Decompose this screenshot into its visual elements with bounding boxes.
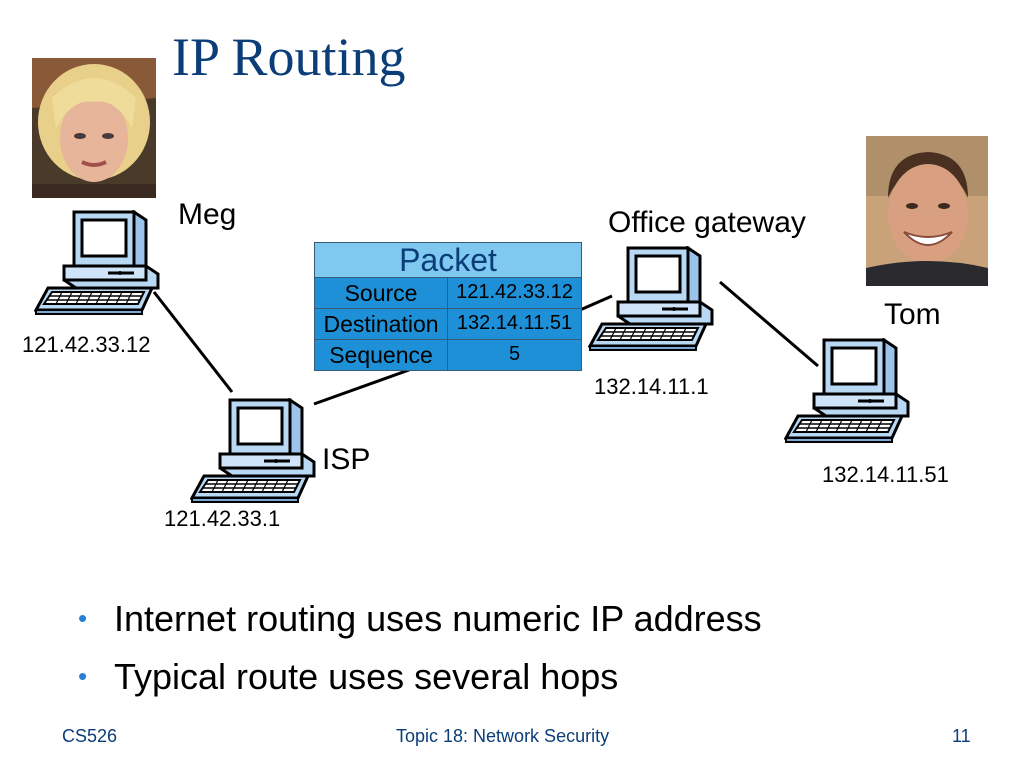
isp-computer-icon: [190, 398, 316, 504]
bullet-item: • Internet routing uses numeric IP addre…: [78, 598, 762, 656]
tom-computer-icon: [784, 338, 910, 444]
bullet-icon: •: [78, 603, 88, 633]
bullet-item: • Typical route uses several hops: [78, 656, 762, 714]
packet-field: Sequence: [315, 340, 448, 370]
packet-value: 132.14.11.51: [456, 312, 573, 334]
packet-table: Packet Source 121.42.33.12 Destination 1…: [314, 242, 582, 371]
link-packet-gateway: [579, 294, 613, 312]
tom-ip-label: 132.14.11.51: [822, 462, 949, 487]
meg-ip-label: 121.42.33.12: [22, 332, 151, 357]
bullet-list: • Internet routing uses numeric IP addre…: [78, 598, 762, 714]
link-meg-isp: [152, 291, 234, 393]
tom-name-label: Tom: [884, 298, 941, 331]
packet-value: 5: [508, 343, 521, 365]
isp-ip-label: 121.42.33.1: [164, 506, 281, 531]
link-gateway-tom: [719, 280, 819, 368]
packet-value: 121.42.33.12: [456, 281, 573, 303]
packet-field: Destination: [315, 309, 448, 339]
footer-page-number: 11: [952, 726, 971, 746]
gateway-ip-label: 132.14.11.1: [594, 374, 709, 399]
bullet-text: Typical route uses several hops: [114, 656, 619, 697]
packet-header: Packet: [315, 243, 581, 278]
packet-row-destination: Destination 132.14.11.51: [315, 309, 581, 340]
bullet-text: Internet routing uses numeric IP address: [114, 598, 762, 639]
link-isp-packet: [313, 364, 421, 406]
meg-portrait-photo: [32, 58, 156, 198]
isp-name-label: ISP: [322, 443, 371, 476]
gateway-name-label: Office gateway: [608, 206, 806, 239]
footer-topic: Topic 18: Network Security: [396, 726, 610, 746]
packet-row-source: Source 121.42.33.12: [315, 278, 581, 309]
gateway-computer-icon: [588, 246, 714, 352]
meg-computer-icon: [34, 210, 160, 316]
slide-title: IP Routing: [172, 27, 406, 87]
tom-portrait-photo: [866, 136, 988, 286]
footer-course: CS526: [62, 726, 118, 746]
packet-row-sequence: Sequence 5: [315, 340, 581, 370]
bullet-icon: •: [78, 661, 88, 691]
packet-field: Source: [315, 278, 448, 308]
meg-name-label: Meg: [178, 198, 237, 231]
